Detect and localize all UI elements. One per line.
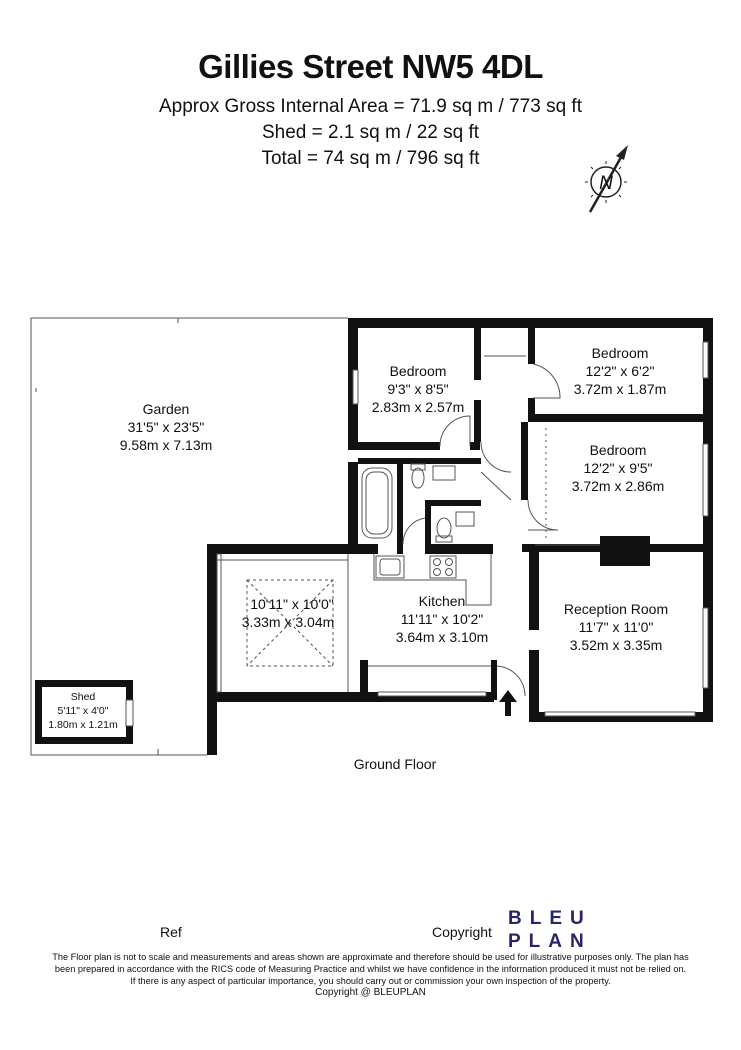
copyright-label: Copyright: [432, 924, 492, 940]
bedroom2-imperial: 12'2" x 6'2": [586, 363, 655, 379]
shed-metric: 1.80m x 1.21m: [48, 719, 118, 731]
compass-icon: N: [585, 145, 628, 213]
area-total: Total = 74 sq m / 796 sq ft: [261, 148, 480, 169]
area-shed: Shed = 2.1 sq m / 22 sq ft: [261, 122, 480, 143]
reception-metric: 3.52m x 3.35m: [570, 637, 663, 653]
bleuplan-logo: BLEU PLAN: [508, 907, 592, 953]
kitchen-metric: 3.64m x 3.10m: [396, 629, 489, 645]
garden-name: Garden: [143, 401, 190, 417]
bedroom2-name: Bedroom: [592, 345, 649, 361]
kitchen-name: Kitchen: [419, 593, 466, 609]
garden-outline: [30, 317, 348, 756]
bedroom3-name: Bedroom: [590, 442, 647, 458]
disclaimer-line3: If there is any aspect of particular imp…: [130, 976, 611, 986]
bedroom1-imperial: 9'3" x 8'5": [387, 381, 448, 397]
shed-name: Shed: [71, 691, 96, 703]
fixtures: [216, 341, 709, 717]
floor-label: Ground Floor: [353, 756, 437, 772]
disclaimer-line2: been prepared in accordance with the RIC…: [54, 964, 687, 974]
compass-letter: N: [599, 173, 613, 194]
room-labels: Garden 31'5" x 23'5" 9.58m x 7.13m Shed …: [48, 345, 668, 731]
kitchen-imperial: 11'11" x 10'2": [401, 611, 484, 627]
bedroom3-imperial: 12'2" x 9'5": [584, 460, 653, 476]
logo-line2: PLAN: [508, 931, 592, 952]
reception-name: Reception Room: [564, 601, 668, 617]
conservatory-imperial: 10'11" x 10'0": [250, 596, 334, 612]
garden-metric: 9.58m x 7.13m: [120, 437, 213, 453]
shed-imperial: 5'11" x 4'0": [58, 705, 109, 717]
disclaimer-line1: The Floor plan is not to scale and measu…: [52, 952, 689, 962]
bedroom1-name: Bedroom: [390, 363, 447, 379]
ref-label: Ref: [160, 924, 182, 940]
bedroom1-metric: 2.83m x 2.57m: [372, 399, 465, 415]
area-internal: Approx Gross Internal Area = 71.9 sq m /…: [159, 96, 582, 117]
logo-line1: BLEU: [508, 908, 592, 929]
disclaimer: The Floor plan is not to scale and measu…: [20, 951, 721, 987]
bedroom3-metric: 3.72m x 2.86m: [572, 478, 665, 494]
conservatory-metric: 3.33m x 3.04m: [242, 614, 335, 630]
page-title: Gillies Street NW5 4DL: [198, 48, 543, 85]
bedroom2-metric: 3.72m x 1.87m: [574, 381, 667, 397]
copyright-line: Copyright @ BLEUPLAN: [315, 987, 426, 998]
reception-imperial: 11'7" x 11'0": [579, 619, 654, 635]
garden-imperial: 31'5" x 23'5": [128, 419, 205, 435]
shed: [35, 680, 134, 744]
entrance-arrow-icon: [499, 690, 517, 716]
